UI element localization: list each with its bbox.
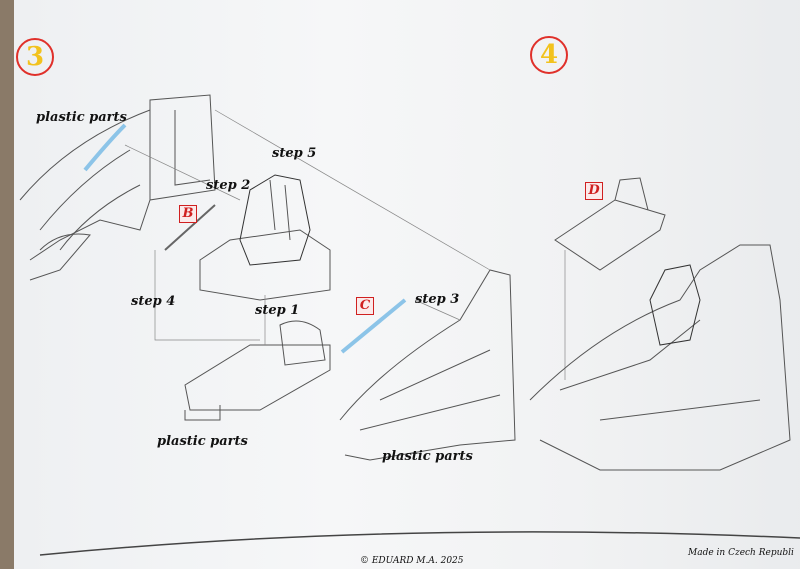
- part-b-label: B: [179, 205, 197, 223]
- step-3-number: 3: [16, 38, 54, 76]
- step4-fuselage: [529, 244, 791, 471]
- cockpit-side-panel: [19, 94, 216, 281]
- part-b: [164, 204, 216, 251]
- label-step-5: step 5: [272, 146, 317, 161]
- label-plastic-parts-mid: plastic parts: [157, 434, 248, 449]
- seat-tub: [199, 174, 331, 301]
- label-plastic-parts-top: plastic parts: [36, 110, 127, 125]
- photoetch-strip-top: [83, 123, 127, 172]
- label-step-3: step 3: [415, 292, 460, 307]
- part-d-label: D: [585, 182, 603, 200]
- fuselage-section: [339, 269, 516, 461]
- part-c-label: C: [356, 297, 374, 315]
- guide-lines: [124, 109, 566, 380]
- footer-line: [39, 531, 800, 556]
- cockpit-floor: [184, 320, 331, 421]
- label-step-2: step 2: [206, 178, 251, 193]
- part-c: [340, 298, 407, 354]
- label-step-4: step 4: [131, 294, 176, 309]
- instruction-sheet: [14, 0, 800, 569]
- label-step-1: step 1: [255, 303, 300, 318]
- label-plastic-parts-bottom: plastic parts: [382, 449, 473, 464]
- copyright: © EDUARD M.A. 2025: [360, 556, 464, 566]
- made-in: Made in Czech Republi: [688, 548, 794, 558]
- step-4-number: 4: [530, 36, 568, 74]
- canopy-part-d: [554, 177, 666, 271]
